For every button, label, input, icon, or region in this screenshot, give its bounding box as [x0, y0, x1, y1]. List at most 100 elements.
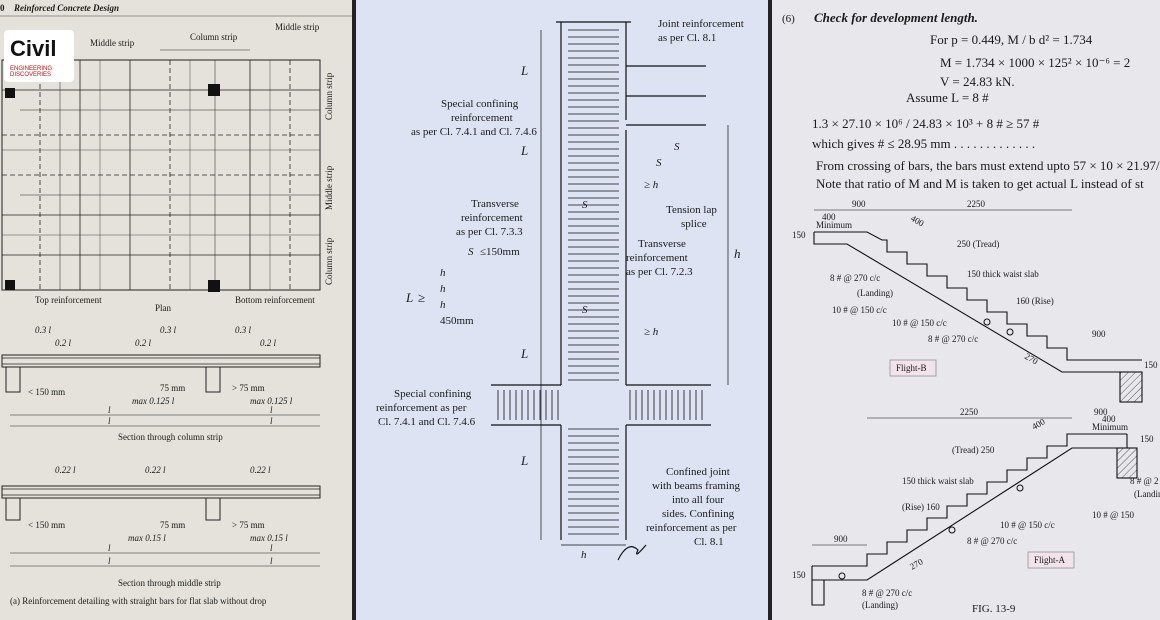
svg-text:0.22 l: 0.22 l: [145, 465, 166, 475]
svg-text:reinforcement: reinforcement: [461, 212, 523, 224]
svg-text:900: 900: [1094, 407, 1108, 417]
svg-text:(Tread) 250: (Tread) 250: [952, 445, 995, 455]
svg-text:> 75 mm: > 75 mm: [232, 520, 265, 530]
svg-text:0.2 l: 0.2 l: [260, 338, 277, 348]
figure-caption: (a) Reinforcement detailing with straigh…: [10, 596, 267, 606]
svg-text:max 0.15 l: max 0.15 l: [250, 533, 288, 543]
svg-text:400: 400: [1102, 414, 1116, 424]
svg-text:V = 24.83 kN.: V = 24.83 kN.: [940, 74, 1015, 89]
svg-text:reinforcement: reinforcement: [626, 252, 688, 264]
column-strip-section: 0.3 l 0.2 l 0.3 l 0.2 l 0.3 l 0.2 l < 15…: [1, 325, 321, 442]
s1-half-label: S: [674, 141, 680, 153]
svg-text:as per Cl. 8.1: as per Cl. 8.1: [658, 32, 716, 44]
column-strip-caption: Section through column strip: [118, 432, 223, 442]
flight-a-drawing: 2250 900 400 Minimum 400 150 (Tread) 250…: [792, 407, 1160, 610]
svg-text:reinforcement as per: reinforcement as per: [646, 522, 737, 534]
lo-label: L: [520, 63, 528, 78]
svg-text:as per Cl. 7.3.3: as per Cl. 7.3.3: [456, 226, 523, 238]
svg-text:(Landing): (Landing): [857, 288, 893, 298]
staircase-detail-panel: (6) Check for development length. For p …: [772, 0, 1160, 620]
svg-text:0.3 l: 0.3 l: [235, 325, 252, 335]
svg-text:0.22 l: 0.22 l: [55, 465, 76, 475]
svg-text:≥: ≥: [418, 290, 425, 305]
logo-text: Civil: [10, 36, 57, 61]
lo-label: L: [520, 143, 528, 158]
tension-lap-label: Tension lap: [666, 204, 717, 216]
svg-text:1.3 × 27.10 × 10⁶ / 24.83 × 10: 1.3 × 27.10 × 10⁶ / 24.83 × 10³ + 8 # ≥ …: [812, 116, 1040, 131]
svg-text:l: l: [270, 556, 273, 566]
flight-b-drawing: 900 2250 400 Minimum 400 150 250 (Tread)…: [792, 199, 1158, 403]
hc4-label: ≥ h: [644, 179, 659, 191]
svg-text:0.2 l: 0.2 l: [55, 338, 72, 348]
column-strip-vertical: Column strip: [324, 72, 334, 120]
plan-grid: [1, 59, 321, 291]
svg-text:max 0.125 l: max 0.125 l: [132, 396, 175, 406]
svg-text:max 0.15 l: max 0.15 l: [128, 533, 166, 543]
bottom-reinforcement-label: Bottom reinforcement: [235, 295, 315, 305]
svg-text:10 # @ 150 c/c: 10 # @ 150 c/c: [832, 305, 887, 315]
svg-text:400: 400: [822, 212, 836, 222]
svg-text:h: h: [440, 267, 446, 279]
svg-text:as per Cl. 7.4.1 and Cl. 7.4.6: as per Cl. 7.4.1 and Cl. 7.4.6: [411, 126, 537, 138]
beam-stirrups: [497, 390, 703, 420]
svg-text:150: 150: [1144, 360, 1158, 370]
step-number: (6): [782, 13, 795, 25]
svg-text:l: l: [270, 405, 273, 415]
flight-a-label: Flight-A: [1034, 555, 1066, 565]
svg-text:270: 270: [1023, 351, 1040, 367]
svg-text:75 mm: 75 mm: [160, 520, 185, 530]
column-strip-label: Column strip: [190, 32, 238, 42]
svg-text:max 0.125 l: max 0.125 l: [250, 396, 293, 406]
svg-text:8 # @ 270 c/c: 8 # @ 270 c/c: [830, 273, 880, 283]
lo-label: L: [520, 453, 528, 468]
svg-text:Minimum: Minimum: [1092, 422, 1128, 432]
svg-text:250 (Tread): 250 (Tread): [957, 239, 999, 249]
svg-text:0.3 l: 0.3 l: [35, 325, 52, 335]
section-heading: Check for development length.: [814, 10, 978, 25]
svg-text:160 (Rise): 160 (Rise): [1016, 296, 1054, 306]
column-mark: [5, 88, 15, 98]
top-reinforcement-label: Top reinforcement: [35, 295, 102, 305]
svg-text:M = 1.734 × 1000 × 125² × 10⁻⁶: M = 1.734 × 1000 × 125² × 10⁻⁶ = 2: [940, 55, 1130, 70]
svg-text:150: 150: [792, 570, 806, 580]
svg-text:Note that ratio of M and M is: Note that ratio of M and M is taken to g…: [816, 176, 1144, 191]
column-mark: [5, 280, 15, 290]
svg-text:8 # @ 270 c/c: 8 # @ 270 c/c: [862, 588, 912, 598]
column-mark: [208, 280, 220, 292]
svg-text:270: 270: [908, 556, 925, 572]
svg-text:l: l: [108, 405, 111, 415]
special-confining-label-2: Special confining: [394, 388, 472, 400]
middle-strip-label: Middle strip: [90, 38, 135, 48]
svg-text:For p = 0.449, M / b d² = 1.7: For p = 0.449, M / b d² = 1.734: [930, 32, 1093, 47]
svg-text:splice: splice: [681, 218, 707, 230]
svg-text:< 150 mm: < 150 mm: [28, 520, 65, 530]
hc4-label-2: ≥ h: [644, 326, 659, 338]
svg-text:< 150 mm: < 150 mm: [28, 387, 65, 397]
svg-text:Assume L = 8 #: Assume L = 8 #: [906, 90, 989, 105]
svg-text:10 # @ 150 c/c: 10 # @ 150 c/c: [892, 318, 947, 328]
logo-subtitle: ENGINEERING DISCOVERIES: [10, 66, 53, 78]
svg-text:(Rise) 160: (Rise) 160: [902, 502, 940, 512]
svg-text:2250: 2250: [967, 199, 986, 209]
s1-label: S: [656, 157, 662, 169]
svg-text:l: l: [270, 543, 273, 553]
svg-text:0.3 l: 0.3 l: [160, 325, 177, 335]
svg-text:8 # @ 270 c/c: 8 # @ 270 c/c: [928, 334, 978, 344]
s2-label: S: [582, 199, 588, 211]
svg-text:as per Cl. 7.2.3: as per Cl. 7.2.3: [626, 266, 693, 278]
svg-text:(Landing): (Landing): [862, 600, 898, 610]
svg-text:400: 400: [1030, 416, 1047, 432]
staircase-drawing: (6) Check for development length. For p …: [782, 10, 1160, 615]
lo-label: L: [520, 346, 528, 361]
svg-text:into all four: into all four: [672, 494, 724, 506]
svg-text:which gives # ≤ 28.95: which gives # ≤ 28.95 mm . . . . . . . .…: [812, 136, 1035, 151]
middle-strip-vertical: Middle strip: [324, 165, 334, 210]
svg-text:900: 900: [834, 534, 848, 544]
joint-reinforcement-label: Joint reinforcement: [658, 18, 744, 30]
column-ties: [568, 29, 619, 535]
svg-text:900: 900: [1092, 329, 1106, 339]
flat-slab-drawing: Reinforced Concrete Design 0: [0, 3, 352, 606]
svg-text:l: l: [108, 543, 111, 553]
svg-text:10 # @ 150 c/c: 10 # @ 150 c/c: [1000, 520, 1055, 530]
flat-slab-detail-panel: Reinforced Concrete Design 0: [0, 0, 352, 620]
